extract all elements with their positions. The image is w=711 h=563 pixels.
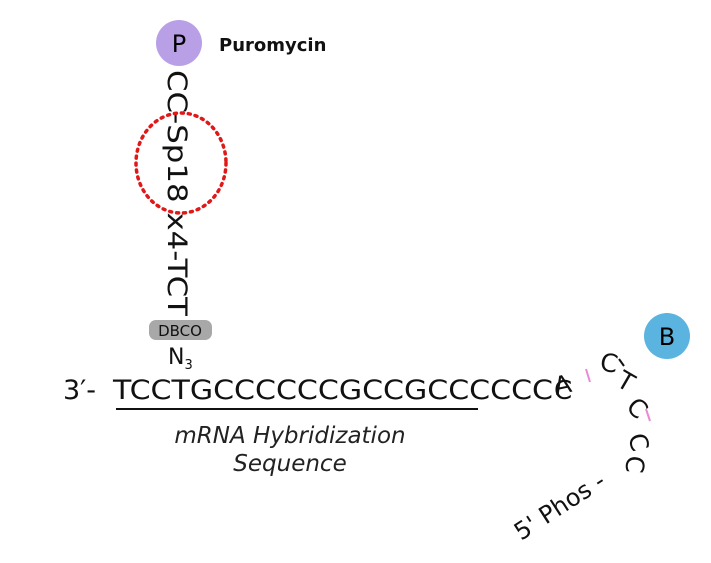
azide-subscript: 3 <box>184 358 192 373</box>
tail-base-c1: C <box>554 376 572 406</box>
sp18-highlight-circle <box>134 111 228 215</box>
puromycin-label: Puromycin <box>219 35 326 56</box>
five-prime-phos-label: 5' Phos - <box>509 467 610 546</box>
biotin-badge: B <box>644 313 690 359</box>
dbco-pill <box>149 320 212 340</box>
tail-bases: C A C T C C C <box>551 347 655 474</box>
tail-base-c4: C <box>622 430 655 454</box>
linker-text: CC-Sp18 x4-TCT <box>161 70 192 317</box>
hybridization-line1: mRNA Hybridization <box>174 423 405 449</box>
azide-label: N3 <box>168 345 193 373</box>
tail-base-c2: C <box>598 347 620 379</box>
tail-base-a: A <box>551 369 574 401</box>
tail-base-c5: C <box>620 454 650 474</box>
biotin-badge-circle <box>644 313 690 359</box>
biotin-badge-letter: B <box>659 323 675 351</box>
dbco-label: DBCO <box>158 322 202 340</box>
hybridization-line2: Sequence <box>233 451 346 477</box>
strand-sequence: TCCTGCCCCCCGCCGCCCCCC <box>112 375 553 406</box>
puromycin-badge-letter: P <box>172 30 186 58</box>
biotin-link-dash <box>618 358 625 367</box>
modification-mark-1 <box>585 368 591 383</box>
puromycin-badge-circle <box>156 20 202 66</box>
puromycin-badge: P <box>156 20 202 66</box>
azide-main: N <box>168 345 184 370</box>
modification-mark-2 <box>645 408 651 422</box>
strand-prefix: 3′- <box>63 375 96 406</box>
dbco-group: DBCO <box>149 320 212 340</box>
